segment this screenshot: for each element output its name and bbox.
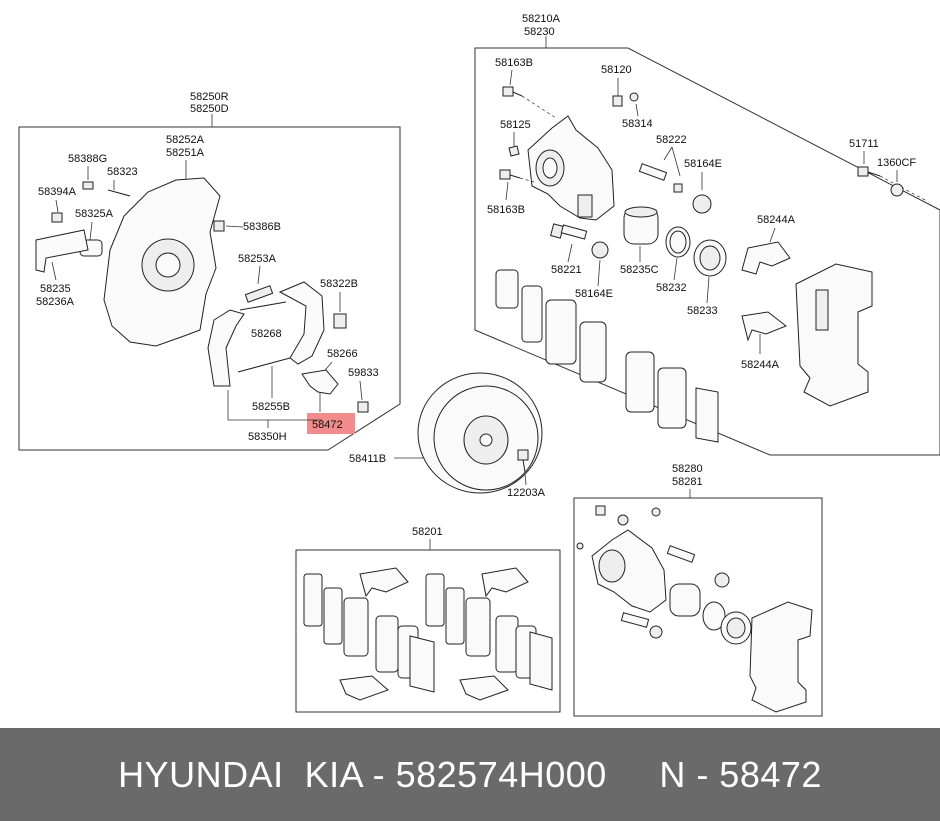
caliper-assy-group: 58280 58281	[573, 463, 823, 717]
clip-58244a-mid	[741, 311, 787, 342]
bolt-58386b	[213, 220, 225, 232]
label-58120: 58120	[601, 64, 632, 76]
pad-6	[657, 367, 687, 429]
boot-58164e-top	[692, 194, 712, 214]
label-58250r: 58250R	[190, 91, 229, 103]
carrier-bracket	[795, 263, 873, 407]
cap-58314	[629, 92, 639, 102]
label-58394a: 58394A	[38, 186, 77, 198]
label-58280: 58280	[672, 463, 703, 475]
label-58244a-mid: 58244A	[741, 359, 780, 371]
pad-2	[521, 285, 543, 343]
label-58164e-mid: 58164E	[575, 288, 613, 300]
guide-pin-58222	[638, 163, 668, 181]
label-58221: 58221	[551, 264, 582, 276]
label-58201: 58201	[412, 526, 443, 538]
drum-frame	[18, 126, 401, 451]
spring-58268	[239, 301, 287, 311]
label-58235: 58235	[40, 283, 71, 295]
drum-brake-group: 58250R 58250D 58252A 58251A 58388G 58323…	[18, 91, 401, 451]
label-58250d: 58250D	[190, 103, 229, 115]
label-58323: 58323	[107, 166, 138, 178]
bolt-59833	[357, 401, 369, 413]
bleeder-58120	[612, 95, 623, 107]
pad-3	[545, 299, 577, 365]
label-58350h: 58350H	[248, 431, 287, 443]
lever-58472	[301, 369, 339, 395]
label-58255b: 58255B	[252, 401, 290, 413]
shoe-left	[207, 309, 245, 387]
adjuster-58253a	[244, 285, 274, 303]
caliper-body	[527, 115, 615, 221]
label-58281: 58281	[672, 476, 703, 488]
label-58163b-top: 58163B	[495, 57, 533, 69]
label-58411b: 58411B	[349, 453, 386, 465]
bolt-58163b-top	[502, 86, 514, 97]
spring-58255b	[237, 357, 291, 373]
label-58210a: 58210A	[522, 13, 561, 25]
label-58235c: 58235C	[620, 264, 659, 276]
pad-5	[625, 351, 655, 413]
caliper-frame	[474, 47, 940, 456]
pad-kit-group: 58201	[295, 526, 561, 713]
label-58386b: 58386B	[243, 221, 281, 233]
footer-bar: HYUNDAI KIA - 582574H000 N - 58472	[0, 728, 940, 821]
label-59833: 59833	[348, 367, 379, 379]
clip-58322b	[333, 313, 347, 329]
highlight-58472	[307, 413, 355, 434]
label-58222: 58222	[656, 134, 687, 146]
label-58472: 58472	[312, 419, 343, 431]
shim	[695, 387, 719, 443]
label-58388g: 58388G	[68, 153, 107, 165]
boot-58164e-mid	[591, 241, 609, 259]
caliper-group: 58210A 58230 58163B 58120 58314 58125 58…	[474, 13, 940, 456]
label-58125: 58125	[500, 119, 531, 131]
clip-58244a-top	[741, 241, 791, 275]
plug-58388g	[82, 181, 94, 190]
spring-58125	[508, 145, 520, 157]
label-58266: 58266	[327, 348, 358, 360]
label-58268: 58268	[251, 328, 282, 340]
label-1360cf: 1360CF	[877, 157, 916, 169]
bolt-58394a	[51, 212, 63, 223]
label-12203a: 12203A	[507, 487, 546, 499]
shoe-right	[278, 281, 325, 365]
label-58163b-mid: 58163B	[487, 204, 525, 216]
disc-group: 58411B 12203A	[349, 372, 546, 499]
label-58253a: 58253A	[238, 253, 277, 265]
bolt-51711	[857, 166, 869, 177]
pad-kit-frame	[295, 549, 561, 713]
label-58325a: 58325A	[75, 208, 114, 220]
bolt-58163b-mid	[499, 169, 511, 180]
label-58322b: 58322B	[320, 278, 358, 290]
label-58251a: 58251A	[166, 147, 205, 159]
screw-12203a	[517, 449, 529, 461]
parts-diagram: 58210A 58230 58163B 58120 58314 58125 58…	[18, 13, 940, 717]
label-58236a: 58236A	[36, 296, 75, 308]
label-58230: 58230	[524, 26, 555, 38]
label-58232: 58232	[656, 282, 687, 294]
bracket-58235	[35, 229, 89, 273]
washer-1360cf	[890, 183, 904, 197]
part-number-caption: HYUNDAI KIA - 582574H000 N - 58472	[118, 753, 822, 795]
caliper-assy-frame	[573, 497, 823, 717]
label-51711: 51711	[849, 138, 879, 150]
label-58314: 58314	[622, 118, 653, 130]
label-58233: 58233	[687, 305, 718, 317]
label-58252a: 58252A	[166, 134, 205, 146]
label-58244a-top: 58244A	[757, 214, 796, 226]
pad-1	[495, 269, 519, 309]
label-58164e-top: 58164E	[684, 158, 722, 170]
pad-4	[579, 321, 607, 383]
